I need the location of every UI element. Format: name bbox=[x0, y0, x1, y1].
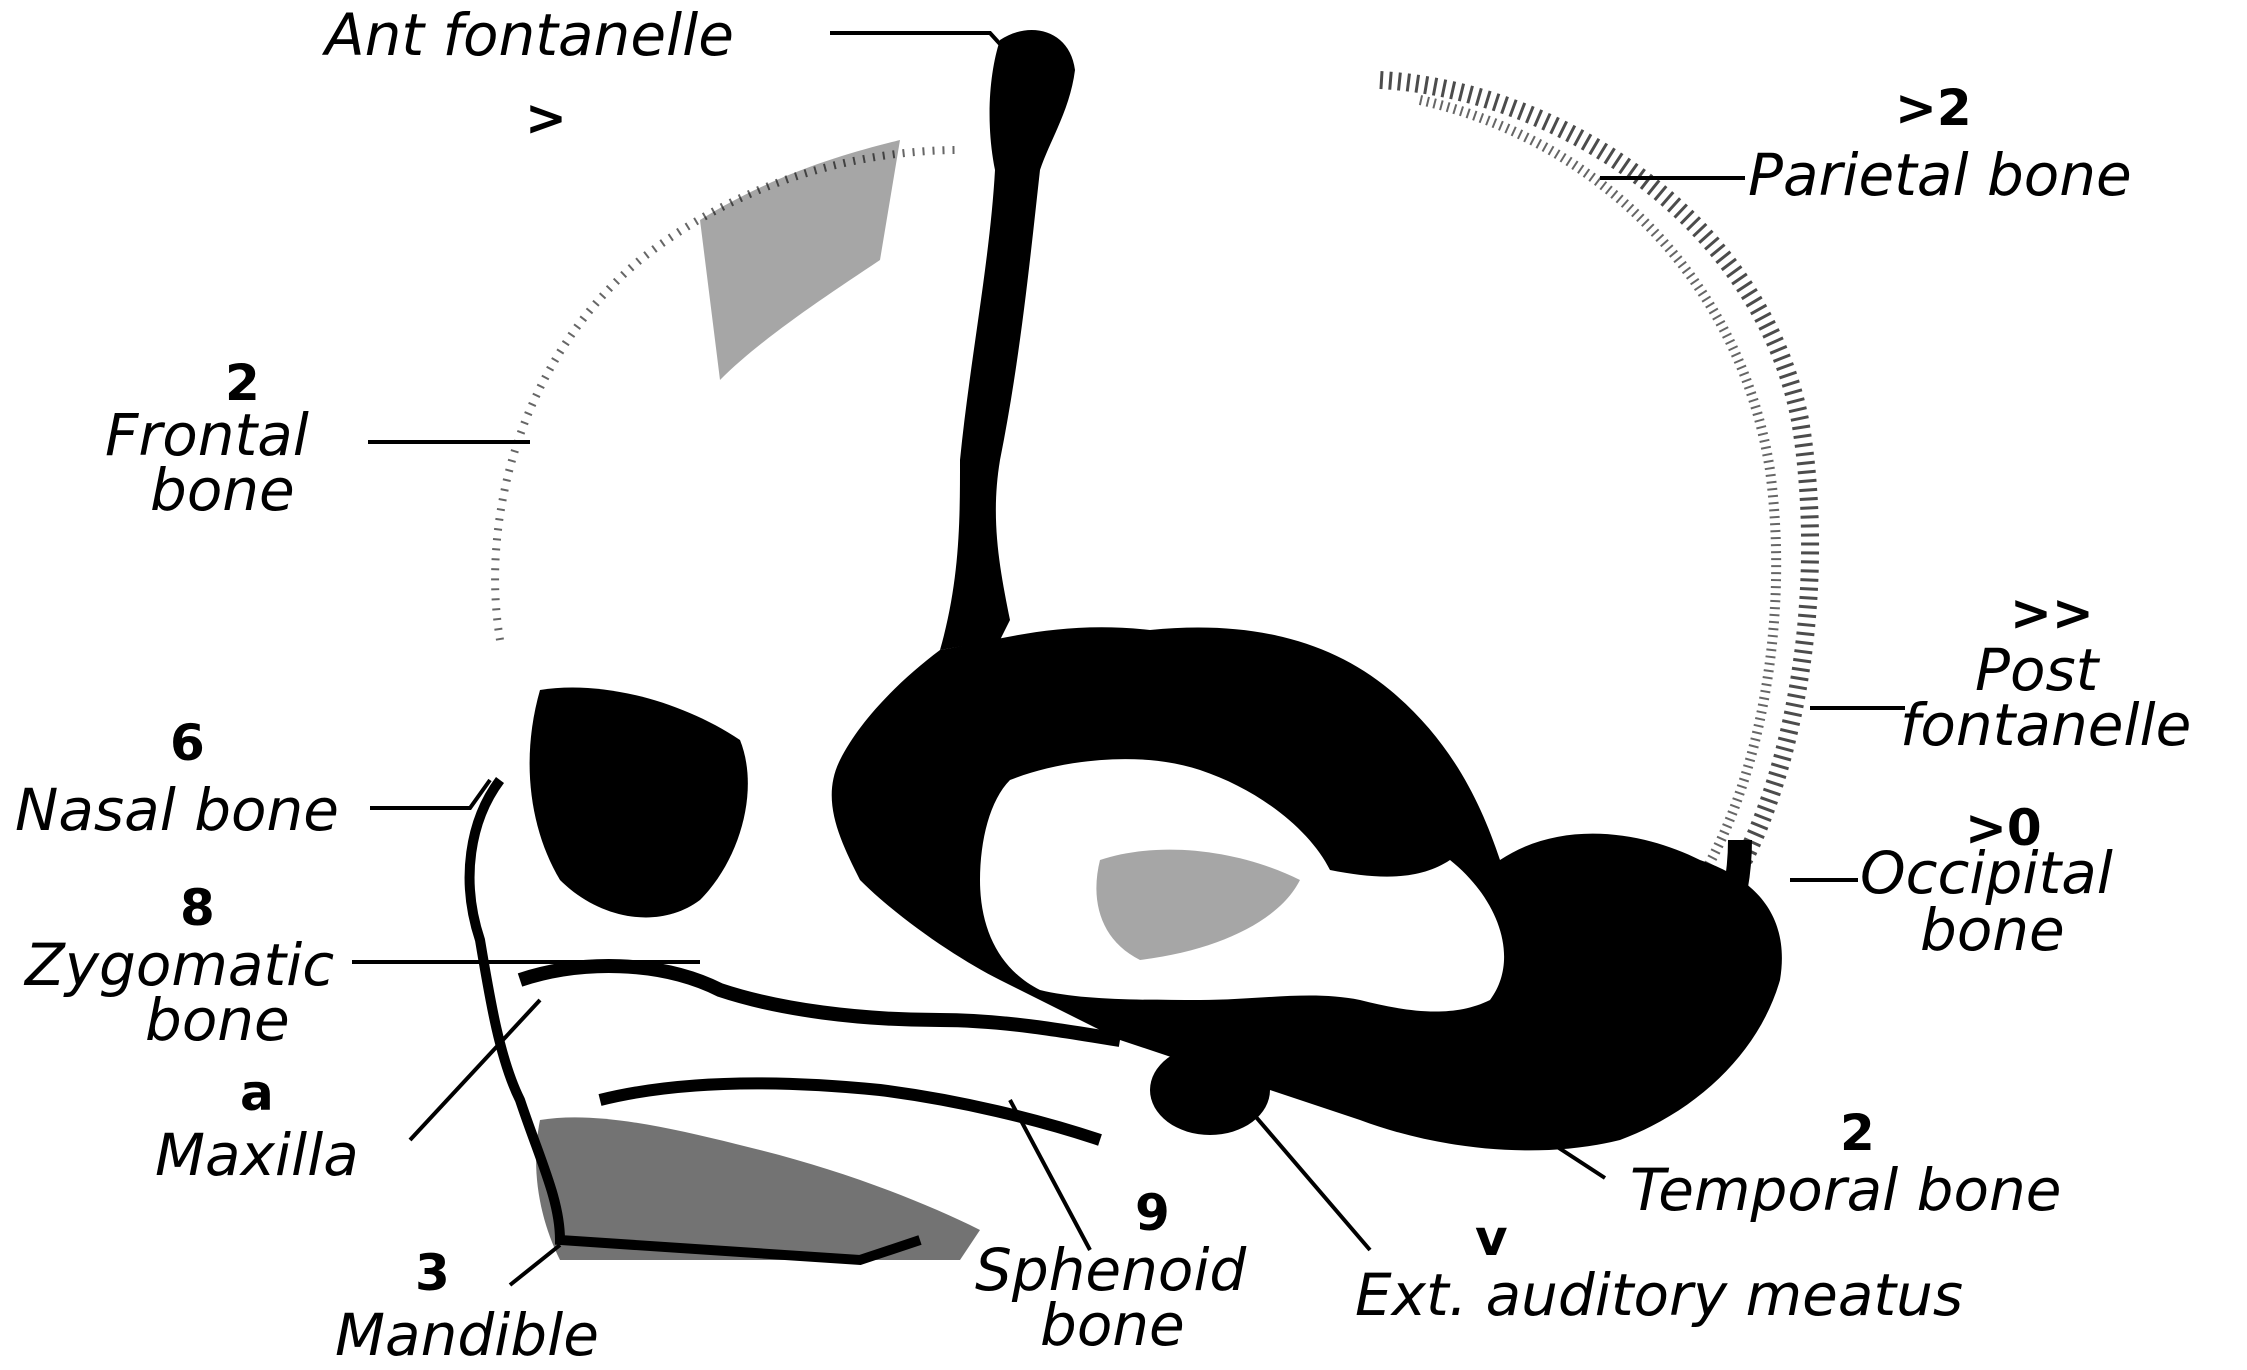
label-nasal-bone: Nasal bone bbox=[15, 776, 339, 844]
mark-parietal-bone: >2 bbox=[1895, 79, 1972, 137]
mark-zygomatic-bone: 8 bbox=[180, 879, 215, 937]
leader-nasal-bone bbox=[370, 780, 490, 808]
label-ext-auditory-meatus: Ext. auditory meatus bbox=[1355, 1261, 1963, 1329]
label-maxilla: Maxilla bbox=[155, 1121, 359, 1189]
label-post-fontanelle-line2: fontanelle bbox=[1900, 691, 2191, 759]
mark-maxilla: a bbox=[240, 1064, 274, 1122]
label-ant-fontanelle: Ant fontanelle bbox=[321, 1, 734, 69]
label-mandible: Mandible bbox=[335, 1301, 599, 1369]
label-sphenoid-bone-line2: bone bbox=[1040, 1291, 1185, 1359]
mark-sphenoid-bone: 9 bbox=[1135, 1184, 1170, 1242]
label-occipital-bone-line2: bone bbox=[1920, 896, 2065, 964]
skull-drawing bbox=[470, 30, 1810, 1260]
label-parietal-bone: Parietal bone bbox=[1748, 141, 2132, 209]
leader-ant-fontanelle bbox=[830, 33, 1010, 55]
leader-mandible bbox=[510, 1245, 560, 1285]
mark-nasal-bone: 6 bbox=[170, 714, 205, 772]
leader-maxilla bbox=[410, 1000, 540, 1140]
mark-frontal-bone: 2 bbox=[225, 354, 260, 412]
orbit bbox=[530, 687, 748, 917]
mark-ant-fontanelle: > bbox=[525, 89, 567, 147]
label-temporal-bone: Temporal bone bbox=[1630, 1156, 2061, 1224]
mark-ext-auditory-meatus: v bbox=[1475, 1209, 1508, 1267]
mark-temporal-bone: 2 bbox=[1840, 1104, 1875, 1162]
auditory-meatus bbox=[1150, 1045, 1270, 1135]
coronal-suture bbox=[940, 30, 1075, 650]
label-zygomatic-bone-line2: bone bbox=[145, 986, 290, 1054]
mandible-shape bbox=[536, 1117, 980, 1260]
mark-occipital-bone: >0 bbox=[1965, 799, 2042, 857]
mark-post-fontanelle: >> bbox=[2010, 584, 2094, 642]
label-frontal-bone-line2: bone bbox=[150, 456, 295, 524]
leader-ext-auditory-meatus bbox=[1250, 1110, 1370, 1250]
mark-mandible: 3 bbox=[415, 1244, 450, 1302]
